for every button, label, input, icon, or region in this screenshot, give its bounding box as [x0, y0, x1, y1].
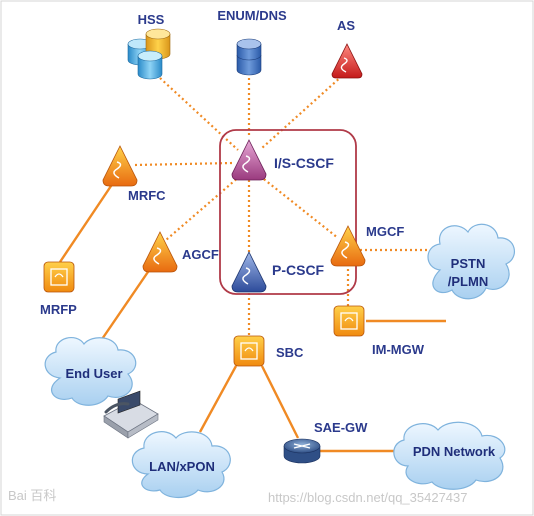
- hss-database-icon: [127, 28, 171, 80]
- link-mrfc-iscscf: [134, 161, 233, 167]
- end-user-label: End User: [65, 366, 122, 381]
- media-links: [59, 179, 446, 453]
- cloud-pdn-network: PDN Network: [393, 421, 506, 490]
- link-iscscf-mgcf: [259, 175, 339, 239]
- ims-core-box: [219, 129, 357, 295]
- mgcf-icon: [330, 225, 366, 267]
- link-as-iscscf: [261, 75, 343, 149]
- hss-label: HSS: [138, 12, 165, 27]
- p-cscf-label: P-CSCF: [272, 262, 325, 278]
- as-label: AS: [337, 18, 355, 33]
- sbc-label: SBC: [276, 345, 304, 360]
- link-hss-iscscf: [159, 77, 239, 151]
- sae-gw-router-icon: [283, 438, 321, 464]
- link-sbc-saegw: [260, 365, 300, 439]
- pdn-network-label: PDN Network: [413, 444, 496, 459]
- lan-xpon-label: LAN/xPON: [149, 459, 215, 474]
- enum-dns-database-icon: [236, 38, 262, 76]
- link-iscscf-agcf: [165, 175, 241, 241]
- as-server-icon: [331, 43, 363, 79]
- im-mgw-label: IM-MGW: [372, 342, 425, 357]
- enum-dns-label: ENUM/DNS: [217, 8, 287, 23]
- mrfc-icon: [102, 145, 138, 187]
- is-cscf-icon: [231, 139, 267, 181]
- sbc-icon: [233, 335, 265, 367]
- link-agcf-enduser: [97, 265, 153, 346]
- phone-icon: [103, 390, 159, 439]
- mrfc-label: MRFC: [128, 188, 166, 203]
- mgcf-label: MGCF: [366, 224, 404, 239]
- baidu-watermark: Bai 百科: [8, 488, 56, 503]
- link-sbc-lan: [198, 365, 238, 433]
- link-mrfc-mrfp: [59, 179, 116, 263]
- mrfp-icon: [43, 261, 75, 293]
- is-cscf-label: I/S-CSCF: [274, 155, 334, 171]
- mrfp-label: MRFP: [40, 302, 77, 317]
- agcf-label: AGCF: [182, 247, 219, 262]
- sae-gw-label: SAE-GW: [314, 420, 368, 435]
- pstn-label-line2: /PLMN: [448, 274, 488, 289]
- cloud-end-user: End User: [44, 336, 137, 406]
- cloud-pstn-plmn: PSTN /PLMN: [427, 223, 515, 300]
- agcf-icon: [142, 231, 178, 273]
- pstn-label-line1: PSTN: [451, 256, 486, 271]
- p-cscf-icon: [231, 251, 267, 293]
- im-mgw-icon: [333, 305, 365, 337]
- csdn-watermark: https://blog.csdn.net/qq_35427437: [268, 490, 468, 505]
- signaling-links: [134, 75, 436, 336]
- cloud-lan-xpon: LAN/xPON: [131, 431, 231, 499]
